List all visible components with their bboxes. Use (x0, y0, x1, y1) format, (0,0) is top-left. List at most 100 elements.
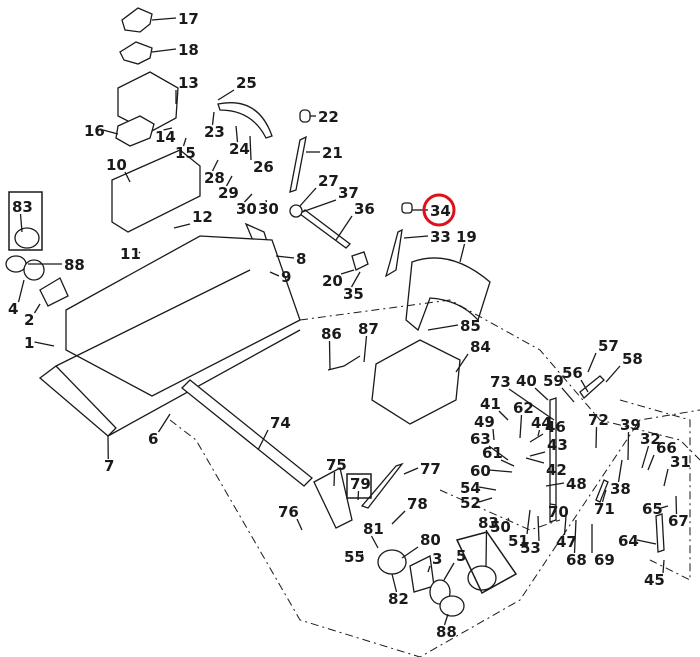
part-label-25: 25 (236, 74, 257, 92)
group-outline (169, 409, 700, 657)
part-label-70: 70 (548, 503, 569, 521)
part-label-63: 63 (470, 430, 491, 448)
leader-line-67 (675, 495, 678, 515)
part-label-24: 24 (229, 140, 250, 158)
part-label-13: 13 (178, 74, 199, 92)
seal-88b (439, 595, 465, 617)
upper-housing (117, 71, 179, 133)
knob-34 (401, 202, 413, 214)
leader-line-12 (173, 223, 191, 229)
part-label-87: 87 (358, 320, 379, 338)
arm-56 (579, 375, 605, 399)
part-label-5: 5 (456, 547, 466, 565)
leader-line-14 (163, 127, 173, 131)
leader-line-41 (498, 410, 509, 421)
leader-line-33 (403, 235, 429, 239)
leader-line-40 (534, 387, 549, 401)
leader-line-51 (526, 509, 531, 535)
part-label-86: 86 (321, 325, 342, 343)
sleeve-2 (39, 277, 69, 307)
leader-line-36 (335, 215, 353, 241)
part-label-65: 65 (642, 500, 663, 518)
leader-line-46 (529, 433, 544, 443)
leader-line-27 (299, 187, 317, 207)
knob (299, 109, 311, 123)
leader-line-30b (265, 199, 268, 203)
bearing-83 (14, 227, 40, 249)
base-gasket (38, 365, 117, 437)
part-label-83b: 83 (478, 514, 499, 532)
leader-line-53 (537, 515, 540, 542)
part-label-56: 56 (562, 364, 583, 382)
leader-line-83b (485, 529, 488, 567)
leader-line-28 (211, 159, 219, 172)
part-label-78: 78 (407, 495, 428, 513)
leader-line-43 (529, 451, 546, 457)
part-label-11: 11 (120, 245, 141, 263)
part-drawings (5, 7, 700, 657)
leader-line-79 (357, 490, 360, 501)
group-outline (619, 399, 691, 581)
leader-line-73 (508, 388, 555, 421)
part-label-69: 69 (594, 551, 615, 569)
part-label-9: 9 (281, 268, 291, 286)
leader-line-18 (151, 48, 177, 53)
gasket (119, 41, 153, 65)
leader-line-83a (19, 213, 23, 233)
part-label-33: 33 (430, 228, 451, 246)
leader-line-6 (157, 413, 171, 433)
part-label-66: 66 (656, 439, 677, 457)
leader-line-80 (401, 546, 419, 559)
part-label-88b: 88 (436, 623, 457, 641)
leader-line-60 (488, 469, 513, 473)
part-label-10: 10 (106, 156, 127, 174)
leader-line-87 (363, 335, 368, 363)
lever-33 (384, 228, 403, 278)
leader-lines (17, 17, 678, 626)
part-label-80: 80 (420, 531, 441, 549)
leader-line-26 (249, 135, 252, 161)
control-lever (289, 135, 307, 193)
leader-line-9 (269, 271, 280, 277)
leader-line-78 (391, 510, 406, 525)
part-label-28: 28 (204, 169, 225, 187)
leader-line-66 (647, 454, 655, 471)
part-label-30a: 30 (236, 200, 257, 218)
part-label-57: 57 (598, 337, 619, 355)
leader-line-2 (33, 303, 41, 314)
leader-line-17 (151, 17, 177, 21)
rod-73 (549, 397, 557, 523)
leader-line-32 (641, 445, 650, 469)
leader-line-39 (627, 431, 630, 461)
part-label-32: 32 (640, 430, 661, 448)
part-label-74: 74 (270, 414, 291, 432)
spring-71 (595, 479, 609, 503)
part-label-54: 54 (460, 479, 481, 497)
leader-line-64 (636, 539, 657, 545)
leader-line-20 (340, 269, 355, 275)
leader-line-54 (478, 486, 497, 491)
highlight-circle (422, 193, 456, 227)
leader-line-48 (545, 482, 565, 487)
leader-line-31 (663, 468, 669, 487)
leader-line-11 (138, 251, 141, 254)
leader-line-16 (102, 129, 119, 135)
main-housing (65, 235, 301, 397)
valve-block (111, 149, 201, 233)
leader-line-42 (525, 457, 545, 464)
part-label-61: 61 (482, 444, 503, 462)
part-label-84: 84 (470, 338, 491, 356)
leader-line-62 (519, 414, 523, 439)
leader-line-44 (537, 429, 541, 437)
part-label-35: 35 (343, 285, 364, 303)
part-label-29: 29 (218, 184, 239, 202)
part-label-79: 79 (350, 475, 371, 493)
leader-line-19 (459, 243, 466, 263)
part-label-26: 26 (253, 158, 274, 176)
box-79 (346, 473, 372, 499)
part-label-47: 47 (556, 533, 577, 551)
leader-line-25 (217, 89, 235, 101)
part-label-39: 39 (620, 416, 641, 434)
leader-line-63 (488, 445, 509, 461)
